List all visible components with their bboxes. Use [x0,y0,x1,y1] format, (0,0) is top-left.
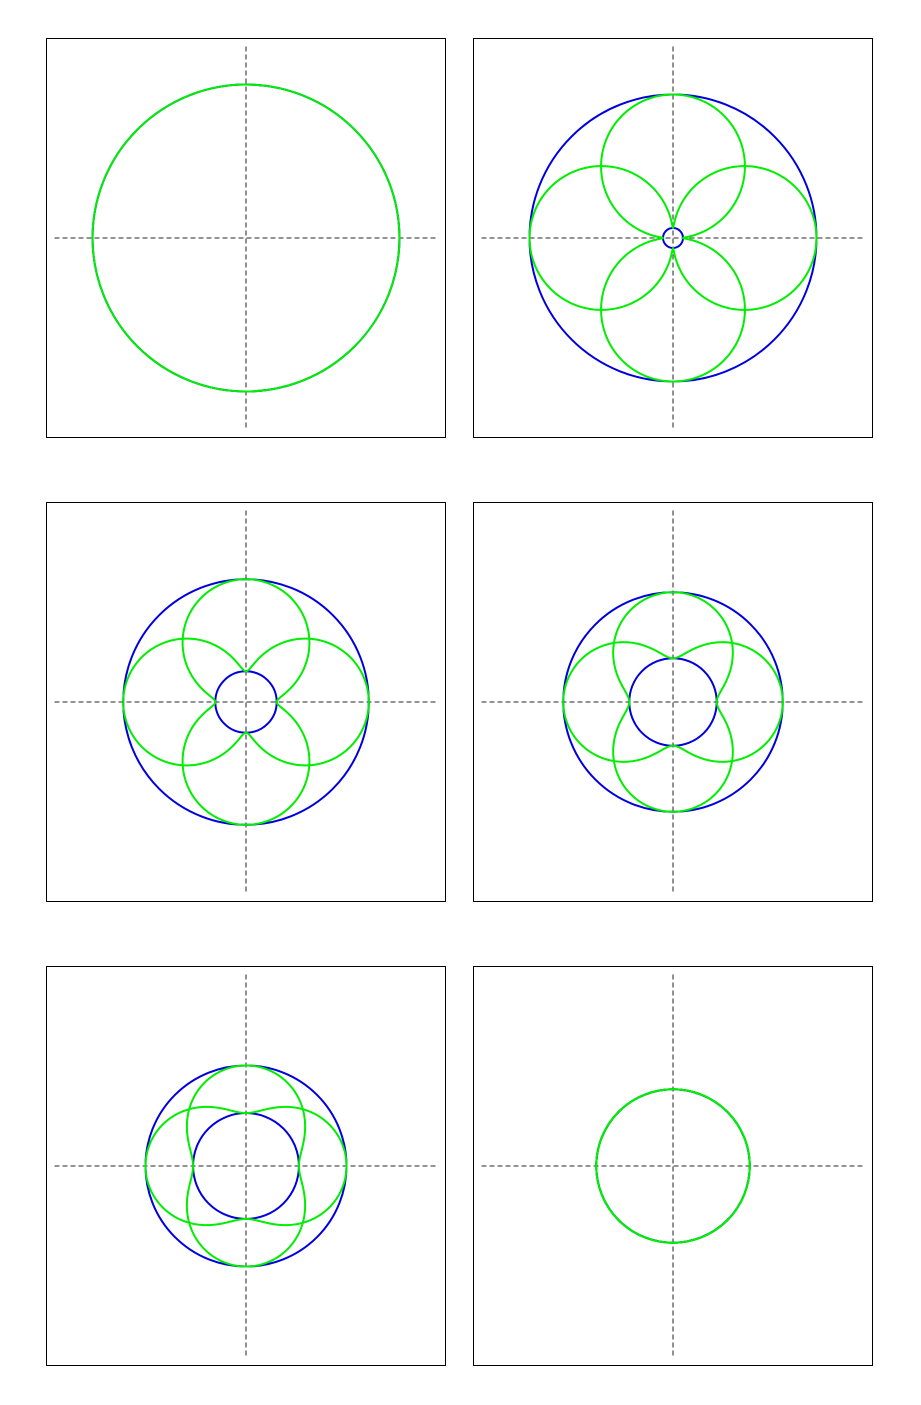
green-polar-curve [595,1088,751,1244]
panel-bottom-left [46,966,446,1366]
green-polar-curve [600,93,746,383]
green-polar-curve [612,591,734,813]
panel-top-left [46,38,446,438]
panel-top-right [473,38,873,438]
green-polar-curve [144,1105,348,1227]
panel-middle-right [473,502,873,902]
green-polar-curve [185,1064,307,1268]
panel-frame [473,38,873,438]
panel-middle-left [46,502,446,902]
panel-frame [46,38,446,438]
panel-frame [46,502,446,902]
panel-frame [46,966,446,1366]
panel-bottom-right [473,966,873,1366]
panel-frame [473,966,873,1366]
green-polar-curve [122,637,370,767]
panel-frame [473,502,873,902]
green-polar-curve [528,165,818,311]
green-polar-curve [562,641,784,763]
green-circle [91,83,401,393]
green-polar-curve [181,578,311,826]
